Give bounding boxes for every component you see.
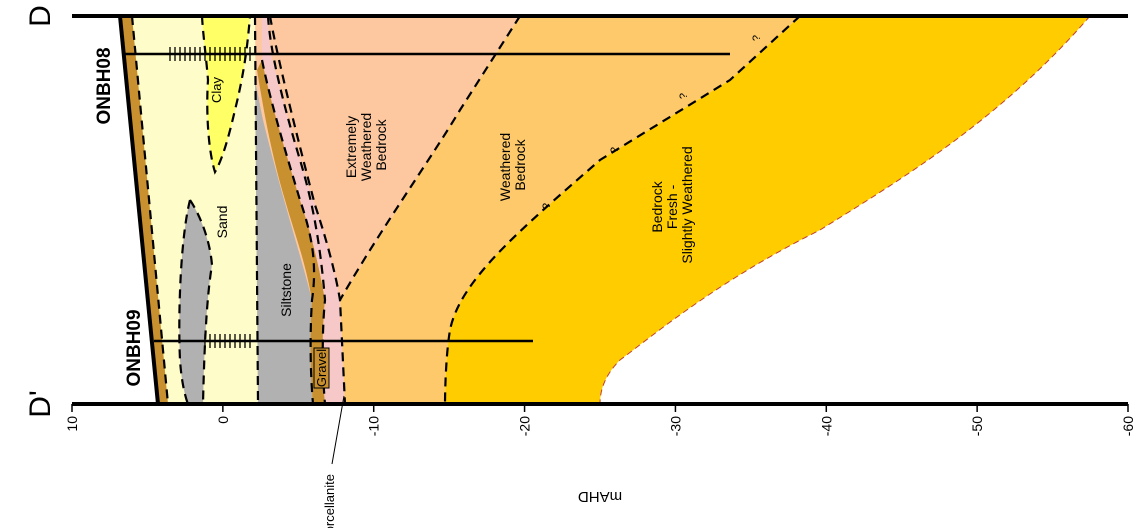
gravel-band <box>257 60 325 404</box>
label-clay: Clay <box>209 77 224 104</box>
contact-sand-base-gravel <box>130 15 170 405</box>
borehole-onbh09: ONBH09 <box>124 309 533 387</box>
section-end-label-bottom: D' <box>24 390 57 417</box>
contact-sand-siltstone <box>253 15 260 405</box>
borehole-onbh08-screen <box>169 47 251 61</box>
siltstone-unit <box>255 80 313 404</box>
axis-tick-label: -10 <box>366 416 382 436</box>
uncertain-mark: ? <box>751 35 763 41</box>
fresh-bedrock-boundary <box>599 15 1091 405</box>
label-fresh-bedrock: Bedrock Fresh - Slightly Weathered <box>649 146 695 263</box>
label-fresh-bedrock-line2: Fresh - <box>664 184 680 229</box>
label-fresh-bedrock-line3: Slightly Weathered <box>679 146 695 263</box>
ground-surface-line <box>118 15 160 405</box>
label-sand: Sand <box>214 206 230 239</box>
uncertain-mark: ? <box>541 203 553 209</box>
axis-ticks: 10 0 -10 -20 -30 -40 -50 -60 <box>64 404 1136 436</box>
borehole-onbh09-screen <box>204 334 251 348</box>
label-extremely-weathered-line2: Weathered <box>358 113 374 181</box>
label-extremely-weathered-line3: Bedrock <box>373 118 389 170</box>
borehole-onbh08: ONBH08 <box>94 47 730 125</box>
contact-xw-weathered <box>339 15 521 301</box>
gravel-surface-strip <box>122 16 168 404</box>
contact-siltstone-lens <box>178 199 214 405</box>
gravel-label-box <box>313 347 330 389</box>
axis-tick-label: -40 <box>818 416 834 436</box>
borehole-onbh09-label: ONBH09 <box>124 309 145 386</box>
section-end-label-top: D <box>24 5 57 27</box>
weathered-region <box>340 16 800 404</box>
axis-tick-label: 0 <box>215 416 231 424</box>
axis-tick-label: -50 <box>969 416 985 436</box>
label-weathered: Weathered Bedrock <box>497 129 528 201</box>
label-extremely-weathered: Extremely Weathered Bedrock <box>343 109 389 181</box>
label-fresh-bedrock-line1: Bedrock <box>649 180 665 232</box>
contact-clay-lens <box>200 15 252 175</box>
borehole-onbh08-label: ONBH08 <box>94 47 115 124</box>
axis-tick-label: -20 <box>517 416 533 436</box>
label-weathered-line1: Weathered <box>497 133 513 201</box>
elevation-axis: 10 0 -10 -20 -30 -40 -50 -60 mAHD <box>64 403 1136 505</box>
axis-label: mAHD <box>578 488 622 505</box>
label-weathered-line2: Bedrock <box>512 138 528 190</box>
porcellanite-leader <box>331 395 345 465</box>
label-extremely-weathered-line1: Extremely <box>343 116 359 178</box>
contact-gravel-porcellanite <box>266 15 327 405</box>
label-porcellanite: Porcellanite <box>322 474 337 528</box>
label-siltstone: Siltstone <box>278 263 294 317</box>
contact-porcellanite-xw <box>268 15 347 405</box>
contact-lines <box>130 15 801 405</box>
contact-siltstone-gravel <box>260 59 316 405</box>
uncertainty-markers: ? ? ? ? <box>541 35 763 209</box>
label-gravel: Gravel <box>314 349 329 387</box>
uncertain-mark: ? <box>609 147 621 153</box>
contact-weathered-fresh <box>443 15 801 405</box>
axis-tick-label: 10 <box>64 416 80 432</box>
axis-tick-label: -30 <box>667 416 683 436</box>
uncertain-mark: ? <box>678 93 690 99</box>
fresh-bedrock-region <box>445 16 1090 404</box>
axis-tick-label: -60 <box>1120 416 1136 436</box>
